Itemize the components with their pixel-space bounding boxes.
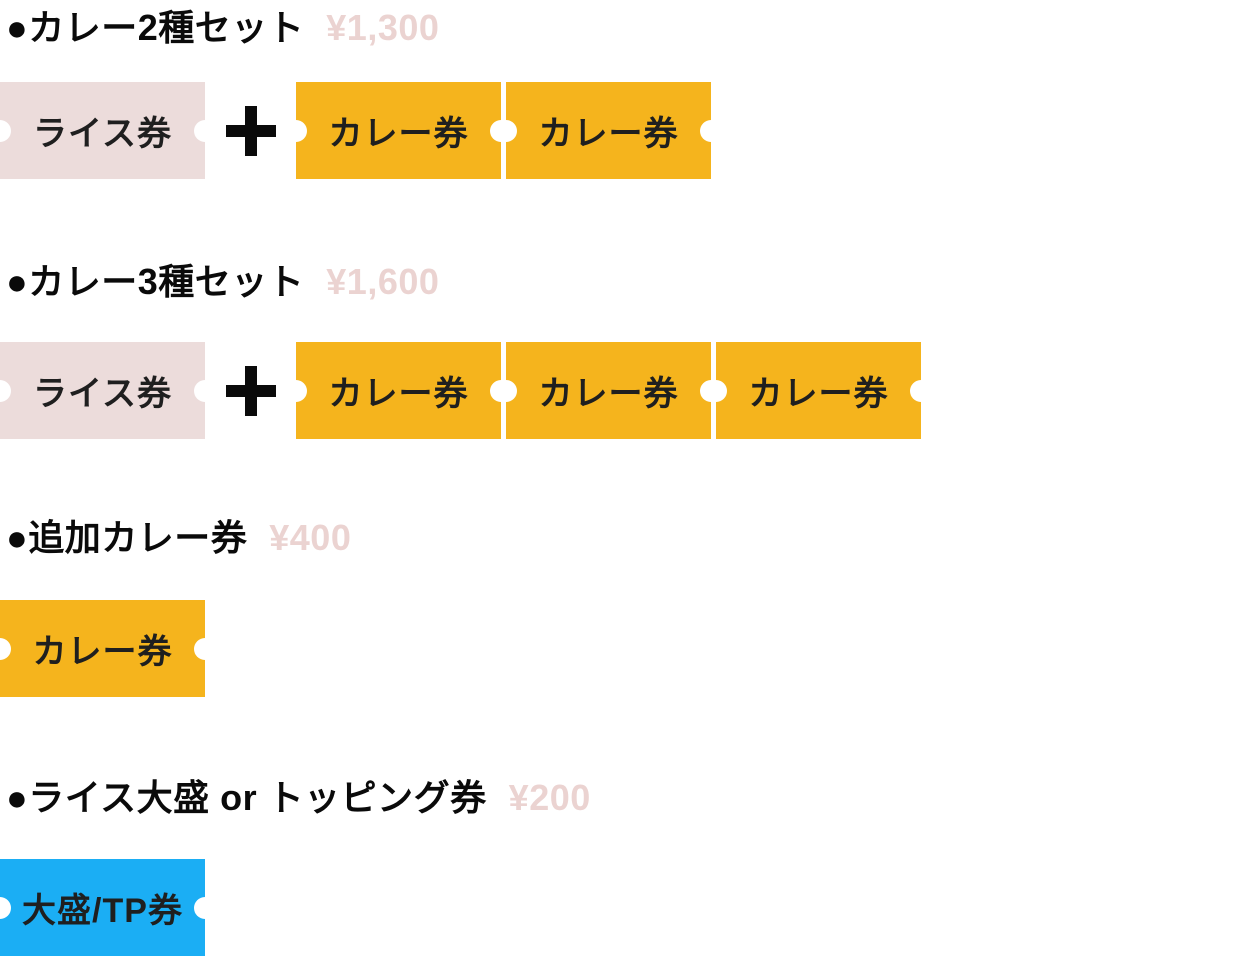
ticket-size-topping: 大盛/TP券 [0, 859, 205, 956]
section-heading-rice-large-or-topping: ●ライス大盛 or トッピング券 ¥200 [6, 778, 591, 818]
ticket-label: カレー券 [538, 115, 679, 153]
ticket-label: ライス券 [33, 115, 172, 153]
ticket-row-extra-curry: カレー券 [0, 600, 205, 697]
ticket-row-rice-large-or-topping: 大盛/TP券 [0, 859, 205, 956]
ticket-label: カレー券 [538, 375, 679, 413]
plus-cell [210, 82, 291, 179]
ticket-curry: カレー券 [716, 342, 921, 439]
price-label: ¥200 [508, 777, 591, 818]
ticket-curry: カレー券 [506, 342, 711, 439]
section-title: ●カレー2種セット [6, 7, 305, 48]
ticket-label: カレー券 [328, 115, 469, 153]
ticket-rice: ライス券 [0, 82, 205, 179]
ticket-label: ライス券 [33, 375, 172, 413]
ticket-curry: カレー券 [296, 82, 501, 179]
price-label: ¥1,600 [326, 261, 440, 302]
ticket-curry: カレー券 [296, 342, 501, 439]
plus-cell [210, 342, 291, 439]
plus-icon [226, 106, 276, 156]
ticket-label: カレー券 [748, 375, 889, 413]
ticket-row-curry-2set: ライス券 カレー券 カレー券 [0, 82, 711, 179]
price-label: ¥400 [269, 517, 352, 558]
section-heading-extra-curry: ●追加カレー券 ¥400 [6, 518, 351, 558]
ticket-label: カレー券 [328, 375, 469, 413]
ticket-curry: カレー券 [506, 82, 711, 179]
plus-icon [226, 366, 276, 416]
section-title: ●追加カレー券 [6, 517, 248, 558]
ticket-curry: カレー券 [0, 600, 205, 697]
section-title: ●カレー3種セット [6, 261, 305, 302]
ticket-rice: ライス券 [0, 342, 205, 439]
ticket-label: 大盛/TP券 [22, 892, 183, 930]
section-title: ●ライス大盛 or トッピング券 [6, 777, 487, 818]
price-label: ¥1,300 [326, 7, 440, 48]
ticket-row-curry-3set: ライス券 カレー券 カレー券 カレー券 [0, 342, 921, 439]
section-heading-curry-3set: ●カレー3種セット ¥1,600 [6, 262, 439, 302]
section-heading-curry-2set: ●カレー2種セット ¥1,300 [6, 8, 439, 48]
ticket-label: カレー券 [32, 633, 173, 671]
